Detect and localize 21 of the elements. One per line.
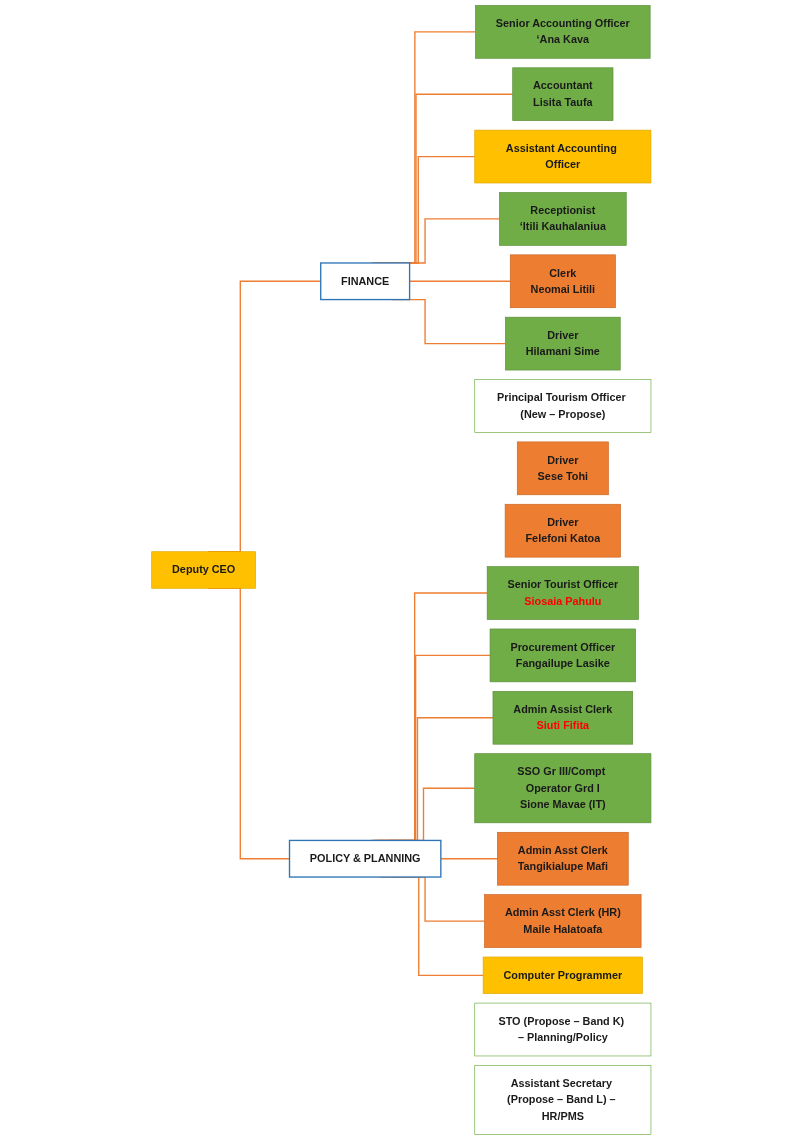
node-box [498, 192, 627, 246]
node-box [483, 894, 642, 948]
node-box [474, 753, 651, 824]
node-box [474, 379, 651, 433]
node-box [319, 262, 410, 301]
node-box [492, 691, 633, 745]
node-box [504, 503, 621, 558]
node-box [512, 67, 613, 121]
node-box [486, 566, 639, 620]
node-box [288, 839, 442, 878]
node-box [509, 254, 616, 309]
node-box [474, 129, 651, 184]
node-box [474, 5, 651, 59]
node-box [516, 441, 609, 496]
node-box [482, 956, 643, 994]
node-box [474, 1002, 651, 1057]
node-box [496, 831, 629, 886]
node-box [489, 628, 636, 683]
node-box [474, 1065, 651, 1135]
node-box [504, 316, 621, 371]
node-box [151, 551, 256, 589]
